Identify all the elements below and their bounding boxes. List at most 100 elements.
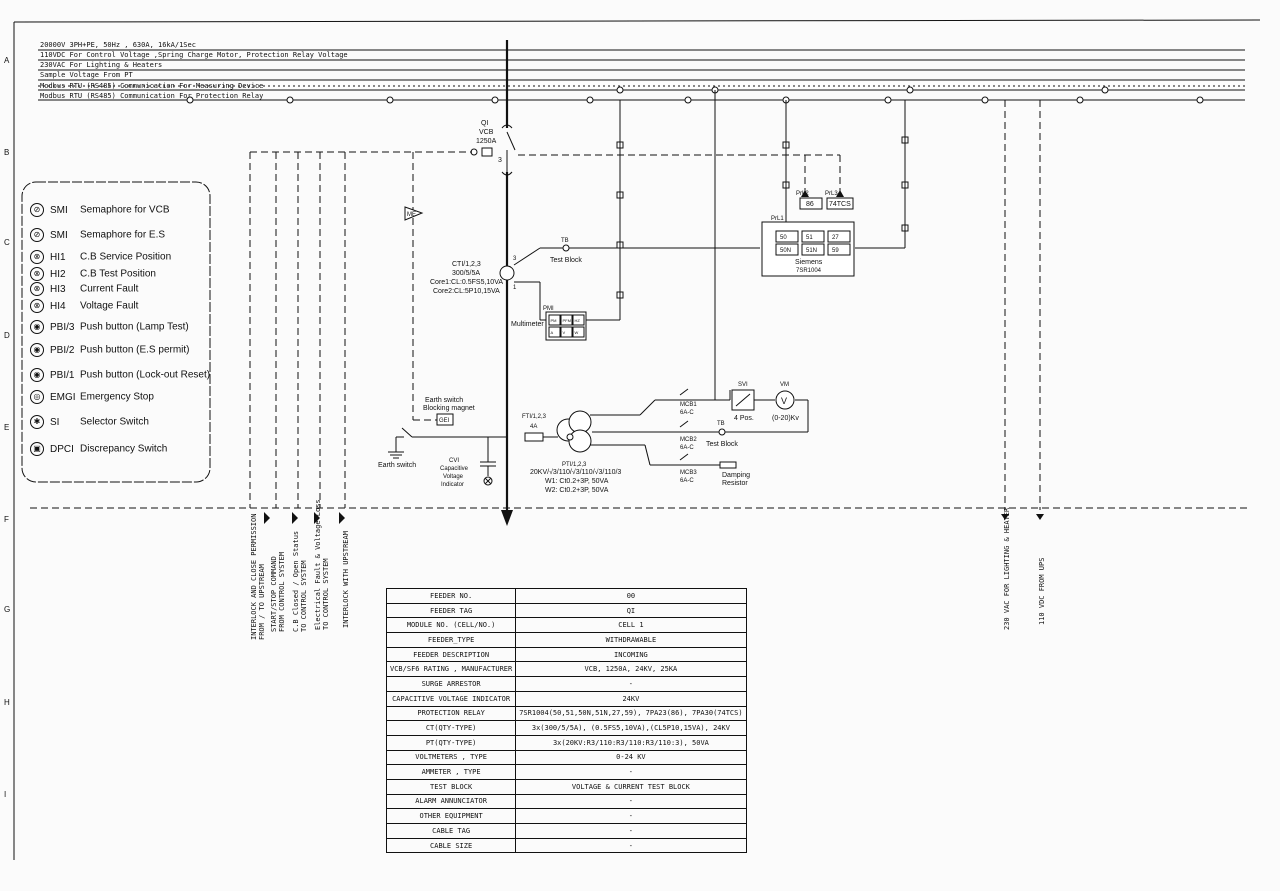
selector-switch-box — [731, 389, 755, 411]
ct-tag: CTI/1,2,3 — [452, 261, 481, 268]
legend-label: Voltage Fault — [80, 300, 139, 312]
table-key: FEEDER TAG — [385, 602, 517, 619]
table-value: 0-24 KV — [515, 749, 747, 766]
lamp-icon: ⊗ — [30, 250, 44, 264]
lamp-icon: ⊗ — [30, 299, 44, 313]
table-value: WITHDRAWABLE — [515, 632, 747, 648]
multimeter-code: V — [563, 330, 566, 335]
table-value: 3x(300/5/5A), (0.5FS5,10VA),(CL5P10,15VA… — [515, 720, 747, 736]
control-signal-lines — [30, 100, 1250, 524]
table-key: FEEDER_TYPE — [385, 632, 517, 648]
cvi-label-3: Indicator — [441, 482, 464, 488]
svg-text:V: V — [781, 396, 787, 406]
relay-function-code: 50 — [780, 235, 787, 241]
table-row: CABLE TAG- — [385, 823, 747, 839]
mcb2-tag: MCB2 — [680, 437, 697, 443]
table-row: PT(QTY-TYPE)3x(20KV:R3/110:R3/110:R3/110… — [385, 734, 747, 751]
sv-tag: SVI — [738, 382, 748, 388]
relay-function-cell — [827, 243, 851, 256]
table-row: SURGE ARRESTOR- — [385, 676, 747, 692]
table-value: - — [515, 793, 747, 810]
bus-node — [884, 96, 892, 104]
table-key: PROTECTION RELAY — [385, 705, 517, 722]
selector-switch-icon: ✱ — [30, 415, 44, 429]
grid-row-E: E — [4, 423, 9, 432]
pt-ratio: 20KV/√3/110/√3/110/√3/110/3 — [530, 468, 621, 476]
earth-magnet-label-2: Blocking magnet — [423, 405, 475, 412]
relay-function-cell — [775, 230, 799, 243]
test-block-tag-1: TB — [561, 238, 569, 244]
surge-arrester-icon: ME — [404, 206, 424, 221]
table-row: ALARM ANNUNCIATOR- — [385, 793, 747, 810]
bus-label-5: Modbus RTU (RS485) Communication For Mea… — [40, 82, 263, 90]
voltage-transformer-icon — [556, 410, 592, 453]
multimeter-code: W — [575, 330, 579, 335]
table-row: AMMETER , TYPE- — [385, 764, 747, 780]
grid-row-H: H — [4, 698, 10, 707]
svg-text:3: 3 — [498, 157, 502, 164]
discrepancy-switch-icon: ▣ — [30, 442, 44, 456]
legend-code: PBI/2 — [50, 344, 75, 356]
bus-node — [186, 96, 194, 104]
vlabel-4b: TO CONTROL SYSTEM — [322, 558, 330, 630]
earth-switch-label: Earth switch — [378, 462, 416, 469]
cvi-label-1: Capacitive — [440, 466, 469, 472]
vm-tag: VM — [780, 382, 789, 388]
mcb2-rating: 6A-C — [680, 445, 694, 451]
emergency-stop-icon: ◎ — [30, 390, 44, 404]
pt-secondary-wiring — [590, 370, 809, 469]
vlabel-1b: FROM / TO UPSTREAM — [258, 564, 266, 640]
vlabel-2b: FROM CONTROL SYSTEM — [278, 552, 286, 632]
relay-function-cell — [801, 243, 825, 256]
relay-model: 7SR1004 — [796, 268, 822, 274]
current-transformer-icon: 3 1 — [499, 256, 517, 291]
bus-node — [684, 96, 692, 104]
damping-label-2: Resistor — [722, 480, 748, 487]
legend-label: Semaphore for VCB — [80, 204, 170, 216]
legend-code: DPCI — [50, 443, 74, 455]
mcb3-tag: MCB3 — [680, 470, 697, 476]
bus-node — [616, 86, 624, 94]
vertical-signal-labels: INTERLOCK AND CLOSE PERMISSION FROM / TO… — [250, 499, 1046, 640]
table-value: 24KV — [515, 690, 747, 707]
legend-label: C.B Service Position — [80, 251, 172, 263]
table-row: CT(QTY-TYPE)3x(300/5/5A), (0.5FS5,10VA),… — [385, 720, 747, 736]
feeder-outgoing-arrow-icon — [501, 510, 513, 526]
grid-row-G: G — [4, 605, 10, 614]
pt-tag: PTI/1,2,3 — [562, 462, 587, 468]
capacitive-voltage-indicator-icon — [480, 437, 496, 486]
grid-row-I: I — [4, 790, 6, 799]
relay-function-code: 50N — [780, 248, 791, 254]
multimeter-code: HZ — [575, 318, 581, 323]
legend-label: C.B Test Position — [80, 268, 156, 280]
ct-ratio: 300/5/5A — [452, 270, 480, 277]
table-key: ALARM ANNUNCIATOR — [385, 793, 517, 810]
legend-label: Current Fault — [80, 283, 139, 295]
push-button-icon: ◉ — [30, 343, 44, 357]
legend-label: Push button (Lamp Test) — [80, 321, 189, 333]
table-value: 7SR1004(50,51,50N,51N,27,59), 7PA23(86),… — [515, 705, 747, 722]
bus-node — [906, 86, 914, 94]
legend-code: SMI — [50, 229, 68, 241]
vlabel-3b: TO CONTROL SYSTEM — [300, 560, 308, 632]
bus-connection-nodes — [186, 86, 1204, 299]
grid-row-F: F — [4, 515, 9, 524]
sheet-frame — [13, 19, 1261, 860]
multimeter-cell — [572, 314, 585, 326]
svg-text:1: 1 — [513, 285, 517, 291]
legend-code: HI1 — [50, 251, 66, 263]
vcb-rating: 1250A — [476, 138, 497, 145]
relay-function-code: 59 — [832, 248, 839, 254]
mcb1-rating: 6A-C — [680, 410, 694, 416]
tcs-relay-box: 74TCS — [826, 197, 854, 210]
